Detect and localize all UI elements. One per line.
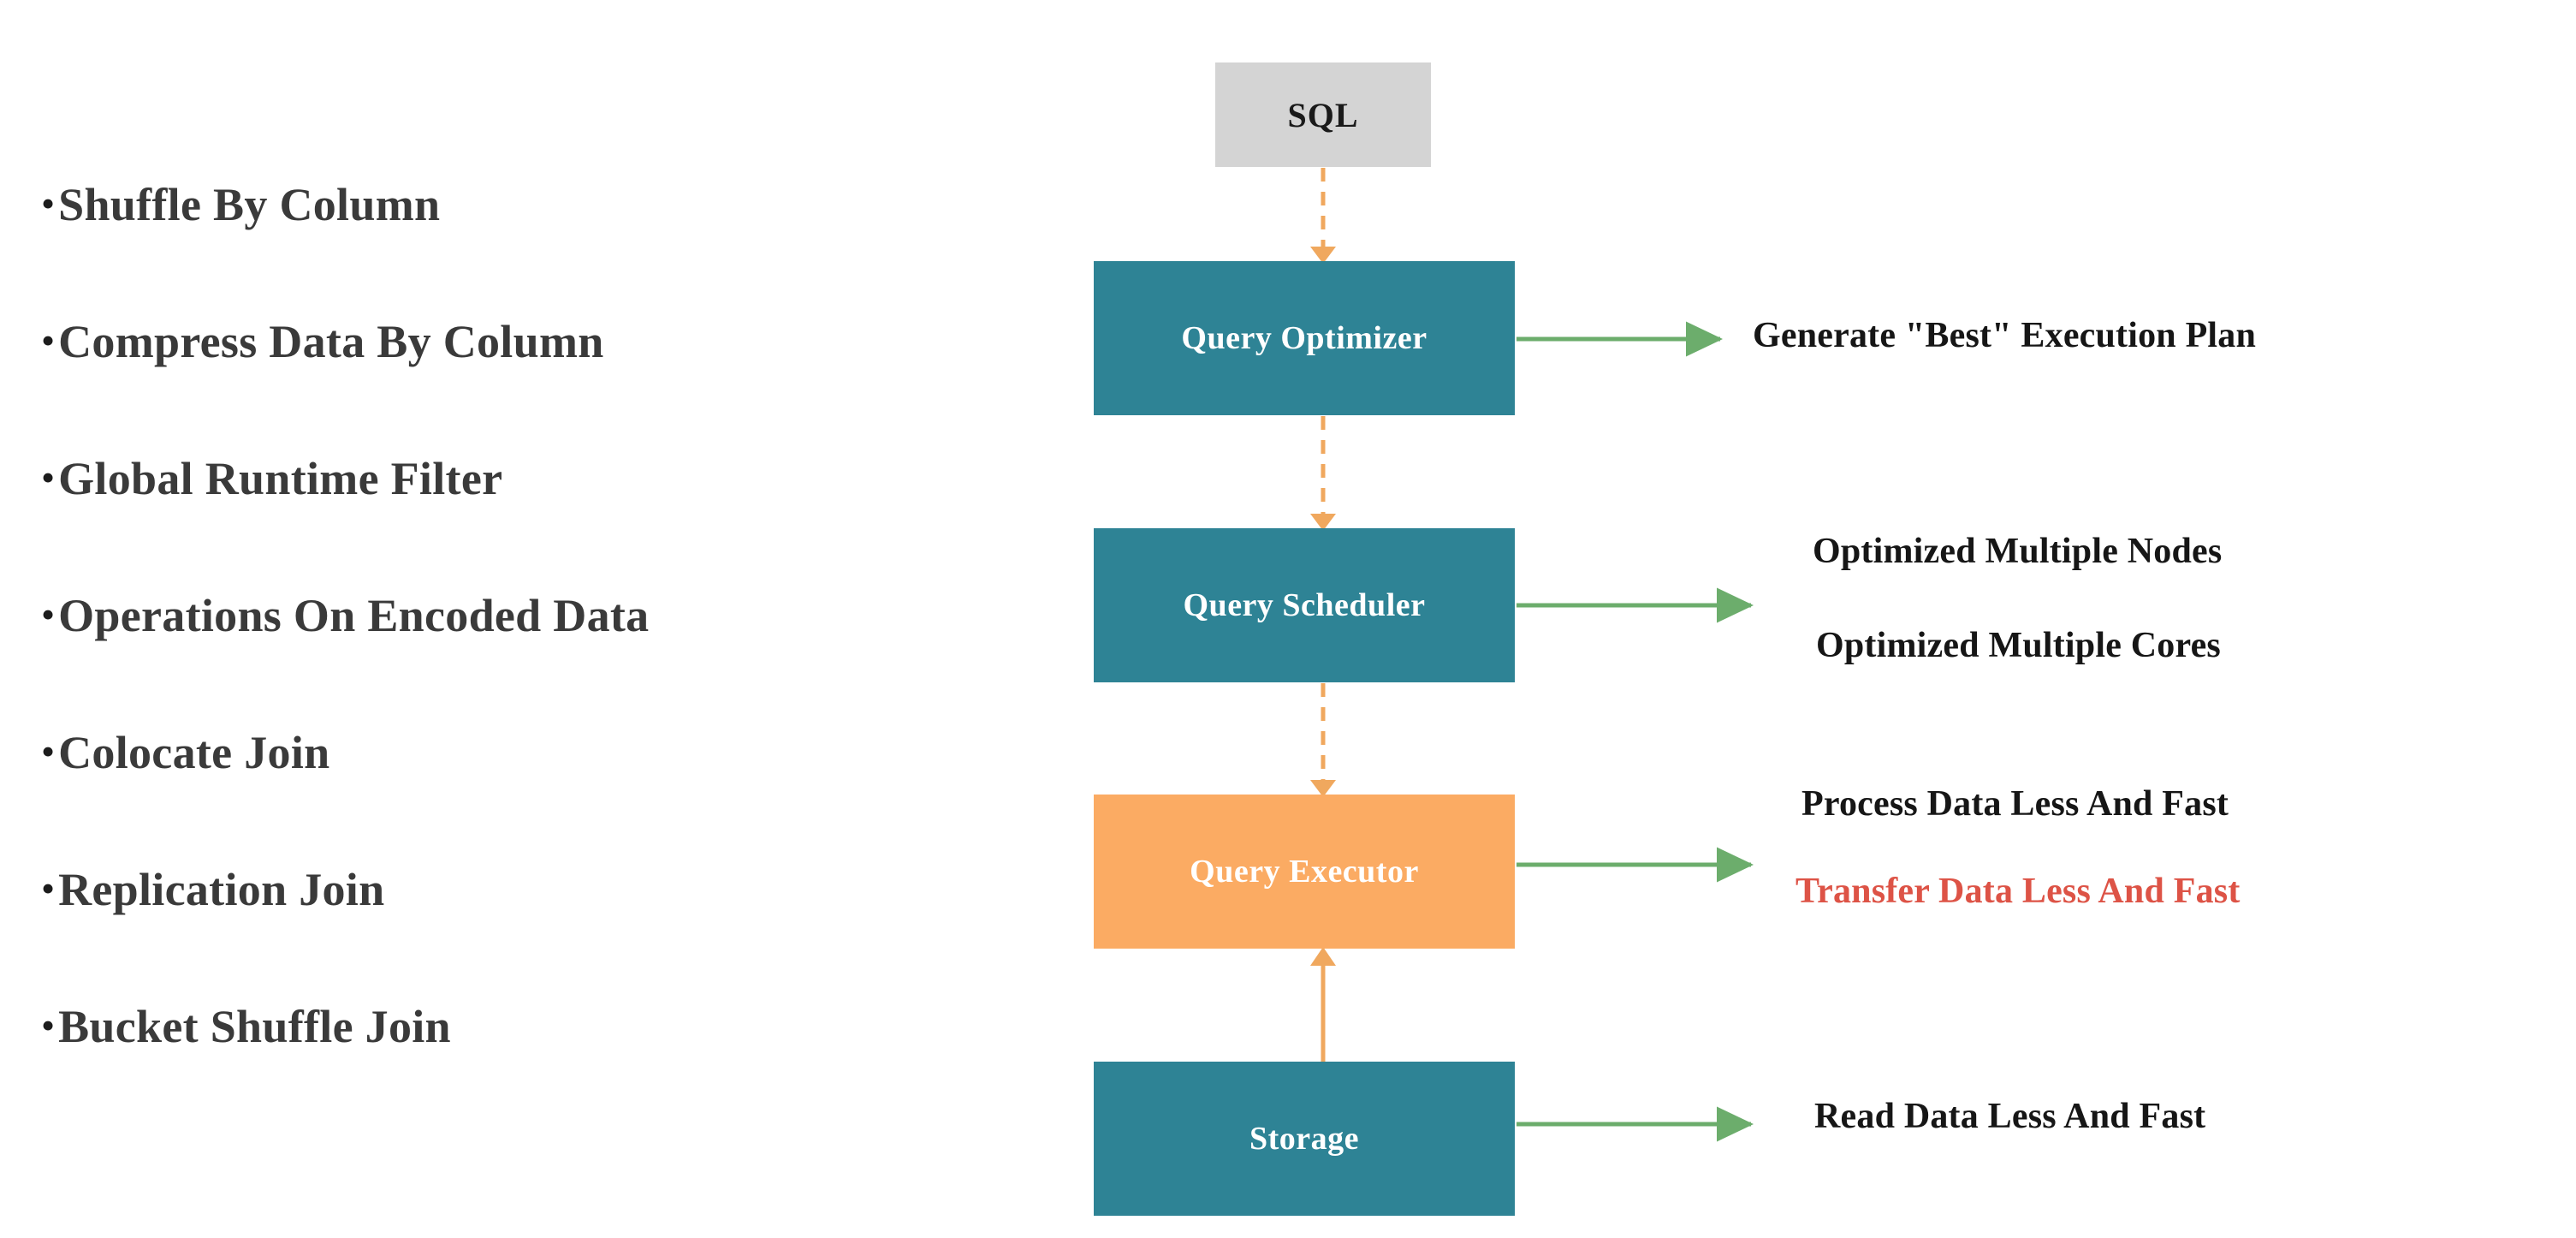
list-item: • Global Runtime Filter [41, 455, 982, 592]
outcome-label-process-data: Process Data Less And Fast [1801, 784, 2229, 824]
bullet-icon: • [41, 592, 56, 636]
node-sql-label: SQL [1287, 95, 1359, 134]
outcome-label-execution-plan: Generate "Best" Execution Plan [1753, 316, 2257, 355]
feature-label: Global Runtime Filter [58, 453, 503, 504]
outcome-label-multiple-cores: Optimized Multiple Cores [1816, 626, 2221, 665]
bullet-icon: • [41, 1003, 56, 1047]
feature-label: Compress Data By Column [58, 316, 604, 367]
node-query-optimizer[interactable]: Query Optimizer [1094, 261, 1515, 415]
node-query-executor[interactable]: Query Executor [1094, 795, 1515, 949]
feature-label: Shuffle By Column [58, 179, 441, 230]
feature-label: Colocate Join [58, 727, 330, 778]
connector-sql-to-optimizer [1310, 168, 1336, 264]
node-sql[interactable]: SQL [1215, 62, 1431, 167]
node-query-scheduler[interactable]: Query Scheduler [1094, 528, 1515, 682]
list-item: • Colocate Join [41, 729, 982, 866]
list-item: • Replication Join [41, 866, 982, 1003]
feature-label: Operations On Encoded Data [58, 590, 650, 641]
node-storage[interactable]: Storage [1094, 1062, 1515, 1216]
list-item: • Operations On Encoded Data [41, 592, 982, 729]
outcome-label-transfer-data: Transfer Data Less And Fast [1795, 872, 2241, 911]
node-query-scheduler-label: Query Scheduler [1183, 587, 1426, 623]
connector-storage-to-executor [1310, 947, 1336, 1062]
feature-label: Replication Join [58, 864, 385, 915]
bullet-icon: • [41, 729, 56, 773]
feature-label: Bucket Shuffle Join [58, 1001, 451, 1052]
list-item: • Bucket Shuffle Join [41, 1003, 982, 1140]
list-item: • Shuffle By Column [41, 182, 982, 318]
bullet-icon: • [41, 866, 56, 910]
feature-list: • Shuffle By Column • Compress Data By C… [41, 182, 982, 1140]
connector-scheduler-to-executor [1310, 683, 1336, 797]
list-item: • Compress Data By Column [41, 318, 982, 455]
node-query-executor-label: Query Executor [1190, 854, 1419, 890]
outcome-label-read-data: Read Data Less And Fast [1814, 1097, 2206, 1136]
bullet-icon: • [41, 455, 56, 499]
node-storage-label: Storage [1249, 1121, 1360, 1157]
bullet-icon: • [41, 182, 56, 225]
bullet-icon: • [41, 318, 56, 362]
connector-optimizer-to-scheduler [1310, 416, 1336, 531]
node-query-optimizer-label: Query Optimizer [1181, 320, 1427, 356]
outcome-label-multiple-nodes: Optimized Multiple Nodes [1813, 532, 2223, 571]
